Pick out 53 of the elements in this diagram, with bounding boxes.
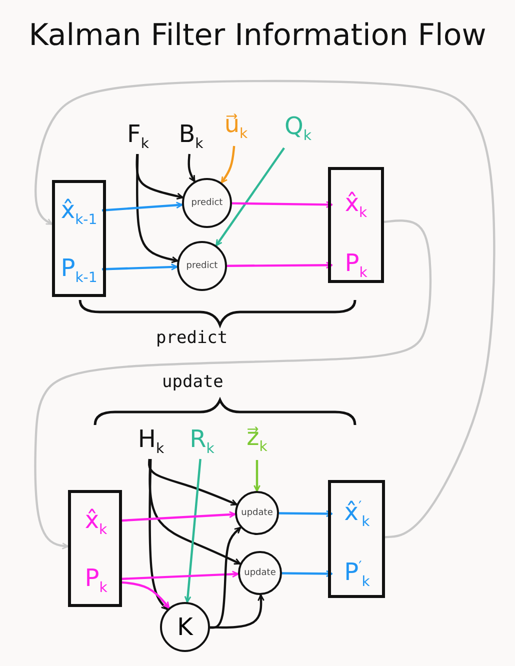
math-symbol: P$_{k}$	[84, 566, 108, 594]
arrow	[34, 220, 432, 550]
math-symbol: H$_{k}$	[138, 426, 164, 456]
arrow	[148, 458, 168, 610]
math-symbol: B$_{k}$	[178, 122, 204, 150]
arrow	[120, 570, 239, 580]
arrow	[210, 594, 264, 629]
arrow	[215, 147, 285, 246]
arrow	[148, 458, 241, 565]
arrow	[120, 581, 170, 608]
operation-label: update	[244, 568, 276, 578]
math-symbol: P$_{k-1}$	[60, 256, 98, 284]
state-box	[68, 490, 122, 607]
arrow	[184, 458, 202, 603]
operation-circle	[182, 178, 232, 228]
math-symbol: u⃗$_{k}$	[224, 112, 248, 140]
arrow	[34, 80, 496, 538]
math-symbol: x̂$_{k}$	[344, 190, 368, 220]
operation-label: predict	[186, 261, 218, 271]
math-symbol: Q$_{k}$	[284, 114, 312, 142]
math-symbol: F$_{k}$	[127, 122, 149, 150]
math-symbol: P$_{k}$	[344, 250, 368, 280]
arrow	[282, 570, 333, 578]
arrow	[148, 458, 238, 506]
arrow	[120, 511, 236, 522]
arrow	[278, 510, 333, 518]
math-symbol: x̂$_{k-1}$	[60, 198, 98, 226]
diagram-title: Kalman Filter Information Flow	[28, 18, 488, 53]
arrow	[102, 264, 178, 270]
math-symbol: z⃗$_{k}$	[246, 424, 268, 454]
gain-circle	[160, 602, 210, 652]
operation-circle	[238, 551, 282, 595]
arrow	[136, 154, 184, 200]
operation-label: predict	[191, 198, 223, 208]
state-box	[52, 180, 106, 297]
arrow	[210, 526, 242, 629]
operation-label: update	[241, 508, 273, 518]
section-label: update	[162, 372, 224, 392]
arrow	[102, 202, 183, 212]
gain-symbol: K	[177, 615, 193, 639]
math-symbol: R$_{k}$	[190, 426, 214, 456]
operation-circle	[177, 241, 227, 291]
arrow	[227, 262, 333, 269]
math-symbol: x̂$_{k}$	[84, 508, 108, 536]
arrow	[136, 154, 178, 264]
arrow	[220, 146, 236, 184]
operation-circle	[235, 491, 279, 535]
arrow	[232, 201, 333, 208]
section-label: predict	[156, 328, 228, 348]
state-box	[328, 167, 384, 283]
arrow	[188, 154, 196, 182]
state-box	[328, 480, 385, 598]
arrow	[254, 460, 260, 492]
